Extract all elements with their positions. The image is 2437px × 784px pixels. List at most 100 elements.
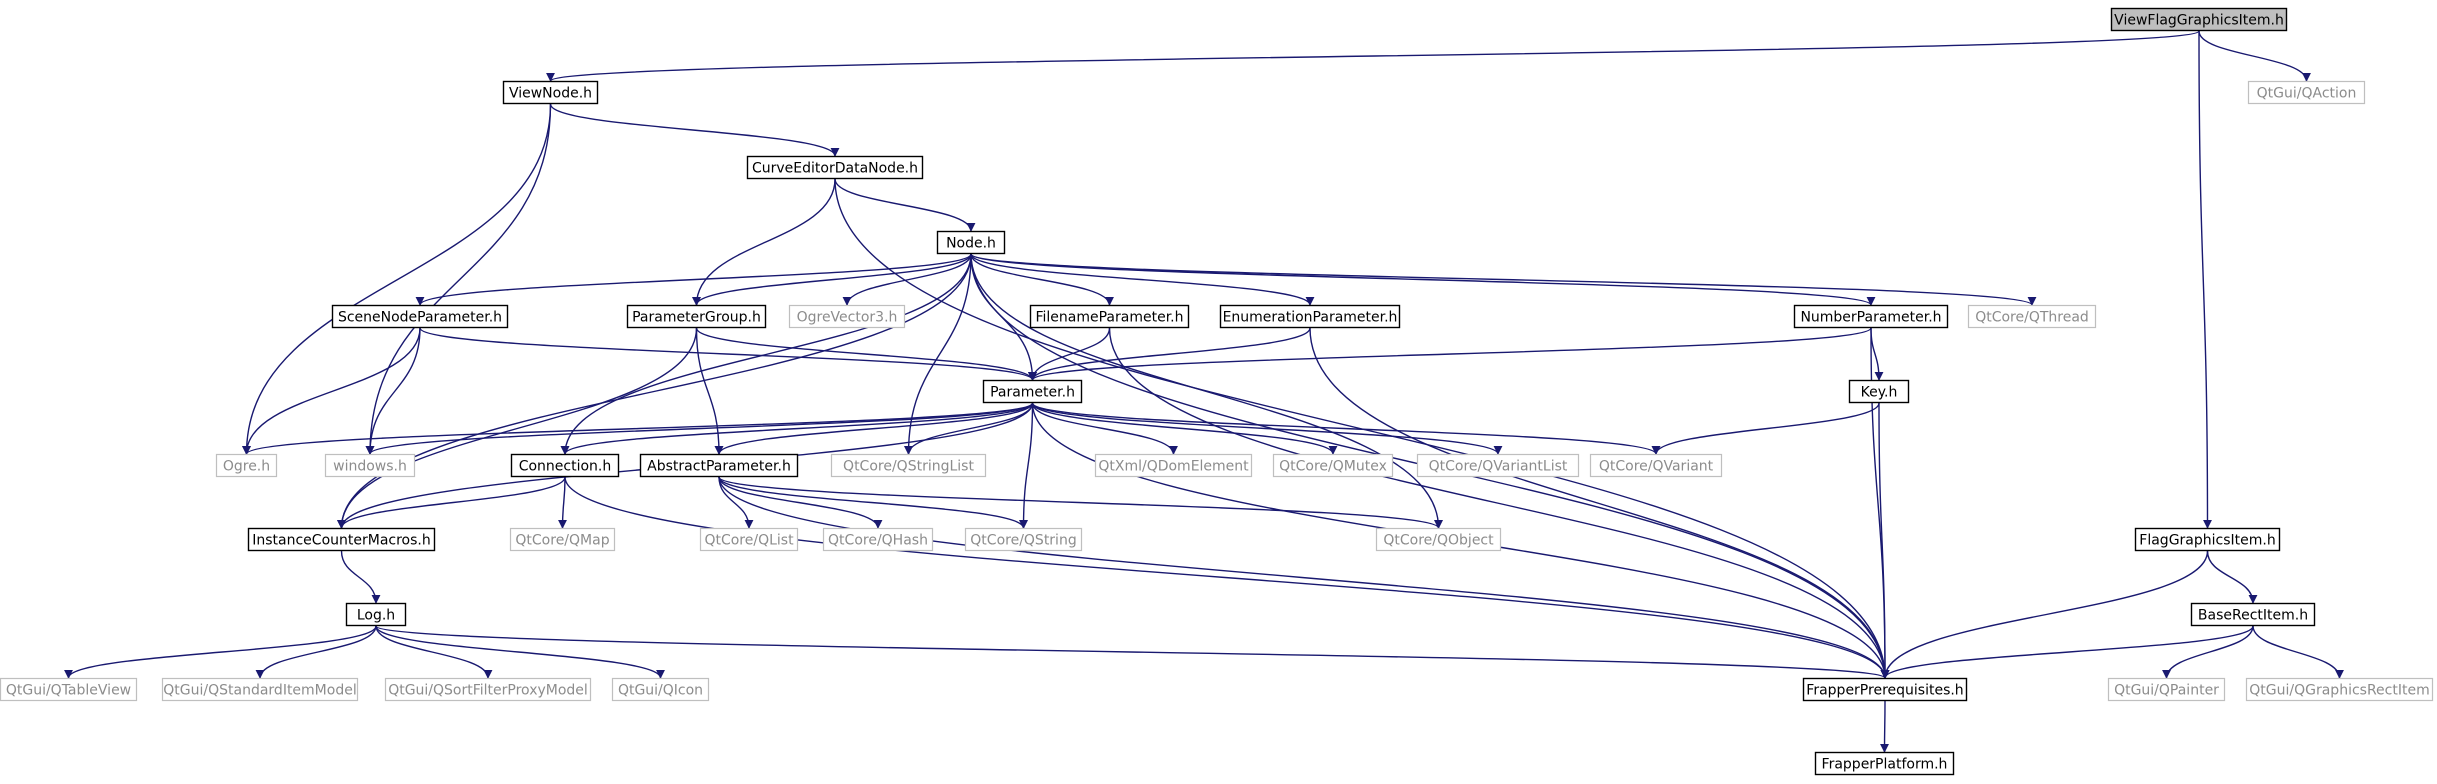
node-box[interactable]: [1848, 379, 1910, 404]
edge-parameter-to-abstractparameter: [714, 402, 1034, 455]
node-qtableview[interactable]: QtGui/QTableView: [0, 677, 138, 702]
node-qthread[interactable]: QtCore/QThread: [1967, 304, 2097, 329]
node-qvariantlist[interactable]: QtCore/QVariantList: [1416, 453, 1580, 478]
node-ogre[interactable]: Ogre.h: [215, 453, 278, 478]
node-qobject[interactable]: QtCore/QObject: [1375, 527, 1502, 552]
node-qsortfilterproxymodel[interactable]: QtGui/QSortFilterProxyModel: [384, 677, 592, 702]
node-box[interactable]: [1375, 527, 1502, 552]
node-qstandarditemmodel[interactable]: QtGui/QStandardItemModel: [161, 677, 359, 702]
node-qpainter[interactable]: QtGui/QPainter: [2107, 677, 2226, 702]
node-key[interactable]: Key.h: [1848, 379, 1910, 404]
edge-node-to-filenameparameter: [970, 253, 1114, 306]
node-box[interactable]: [215, 453, 278, 478]
node-label: QtCore/QThread: [1975, 310, 2089, 326]
node-box[interactable]: [830, 453, 987, 478]
node-box[interactable]: [1219, 304, 1401, 329]
node-qicon[interactable]: QtGui/QIcon: [611, 677, 710, 702]
node-box[interactable]: [964, 527, 1083, 552]
node-box[interactable]: [611, 677, 710, 702]
node-enumerationparameter[interactable]: EnumerationParameter.h: [1219, 304, 1401, 329]
node-label: InstanceCounterMacros.h: [252, 533, 430, 549]
node-scenenodeparameter[interactable]: SceneNodeParameter.h: [331, 304, 509, 329]
node-box[interactable]: [746, 155, 924, 180]
node-flaggraphicsitem[interactable]: FlagGraphicsItem.h: [2134, 527, 2281, 552]
node-box[interactable]: [510, 453, 620, 478]
node-numberparameter[interactable]: NumberParameter.h: [1793, 304, 1949, 329]
node-frapperplatform[interactable]: FrapperPlatform.h: [1814, 751, 1955, 776]
node-box[interactable]: [1967, 304, 2097, 329]
node-qstring[interactable]: QtCore/QString: [964, 527, 1083, 552]
node-qmutex[interactable]: QtCore/QMutex: [1272, 453, 1394, 478]
node-box[interactable]: [1029, 304, 1190, 329]
node-box[interactable]: [1802, 677, 1968, 702]
node-box[interactable]: [626, 304, 767, 329]
node-qdomelement[interactable]: QtXml/QDomElement: [1094, 453, 1253, 478]
node-box[interactable]: [331, 304, 509, 329]
node-qmap[interactable]: QtCore/QMap: [509, 527, 616, 552]
edge-connection-to-frapperprerequisites: [564, 476, 1890, 679]
node-box[interactable]: [2110, 7, 2288, 32]
node-log[interactable]: Log.h: [345, 602, 407, 627]
node-box[interactable]: [822, 527, 934, 552]
node-windows[interactable]: windows.h: [324, 453, 416, 478]
node-box[interactable]: [699, 527, 799, 552]
edge-curveeditordatanode-to-node: [834, 178, 976, 232]
node-box[interactable]: [0, 677, 138, 702]
edge-abstractparameter-to-qstring: [718, 476, 1028, 529]
node-box[interactable]: [639, 453, 799, 478]
node-filenameparameter[interactable]: FilenameParameter.h: [1029, 304, 1190, 329]
node-ogrevector3[interactable]: OgreVector3.h: [788, 304, 906, 329]
node-qhash[interactable]: QtCore/QHash: [822, 527, 934, 552]
node-box[interactable]: [247, 527, 436, 552]
node-qaction[interactable]: QtGui/QAction: [2247, 80, 2366, 105]
node-box[interactable]: [1589, 453, 1723, 478]
node-box[interactable]: [788, 304, 906, 329]
node-instancecountermacros[interactable]: InstanceCounterMacros.h: [247, 527, 436, 552]
node-frapperprerequisites[interactable]: FrapperPrerequisites.h: [1802, 677, 1968, 702]
node-box[interactable]: [345, 602, 407, 627]
edge-parametergroup-to-abstractparameter: [695, 327, 724, 455]
edge-log-to-frapperprerequisites: [375, 625, 1890, 679]
node-qstringlist[interactable]: QtCore/QStringList: [830, 453, 987, 478]
node-label: CurveEditorDataNode.h: [752, 161, 918, 177]
node-viewnode[interactable]: ViewNode.h: [502, 80, 599, 105]
node-baserectitem[interactable]: BaseRectItem.h: [2190, 602, 2316, 627]
node-box[interactable]: [1094, 453, 1253, 478]
node-connection[interactable]: Connection.h: [510, 453, 620, 478]
node-box[interactable]: [936, 230, 1006, 255]
edge-scenenodeparameter-to-ogre: [242, 327, 421, 455]
node-label: OgreVector3.h: [797, 310, 898, 326]
edge-instancecountermacros-to-log: [340, 550, 381, 604]
node-box[interactable]: [324, 453, 416, 478]
node-parametergroup[interactable]: ParameterGroup.h: [626, 304, 767, 329]
node-box[interactable]: [2134, 527, 2281, 552]
node-label: ParameterGroup.h: [632, 310, 761, 326]
node-box[interactable]: [1793, 304, 1949, 329]
edge-viewflaggraphicsitem-to-viewnode: [546, 30, 2200, 82]
node-box[interactable]: [1272, 453, 1394, 478]
node-qlist[interactable]: QtCore/QList: [699, 527, 799, 552]
node-label: Key.h: [1861, 385, 1898, 401]
edge-node-to-qthread: [970, 253, 2037, 306]
node-curveeditordatanode[interactable]: CurveEditorDataNode.h: [746, 155, 924, 180]
node-box[interactable]: [2247, 80, 2366, 105]
edge-baserectitem-to-frapperprerequisites: [1880, 625, 2254, 679]
node-box[interactable]: [1416, 453, 1580, 478]
node-viewflaggraphicsitem[interactable]: ViewFlagGraphicsItem.h: [2110, 7, 2288, 32]
node-box[interactable]: [2190, 602, 2316, 627]
edge-numberparameter-to-key: [1870, 327, 1884, 381]
node-parameter[interactable]: Parameter.h: [982, 379, 1083, 404]
node-box[interactable]: [2107, 677, 2226, 702]
node-box[interactable]: [1814, 751, 1955, 776]
node-abstractparameter[interactable]: AbstractParameter.h: [639, 453, 799, 478]
node-box[interactable]: [982, 379, 1083, 404]
node-node[interactable]: Node.h: [936, 230, 1006, 255]
node-box[interactable]: [502, 80, 599, 105]
node-qvariant[interactable]: QtCore/QVariant: [1589, 453, 1723, 478]
edge-key-to-qvariant: [1651, 402, 1880, 455]
node-box[interactable]: [509, 527, 616, 552]
node-box[interactable]: [2245, 677, 2434, 702]
node-box[interactable]: [161, 677, 359, 702]
node-qgraphicsrectitem[interactable]: QtGui/QGraphicsRectItem: [2245, 677, 2434, 702]
node-box[interactable]: [384, 677, 592, 702]
